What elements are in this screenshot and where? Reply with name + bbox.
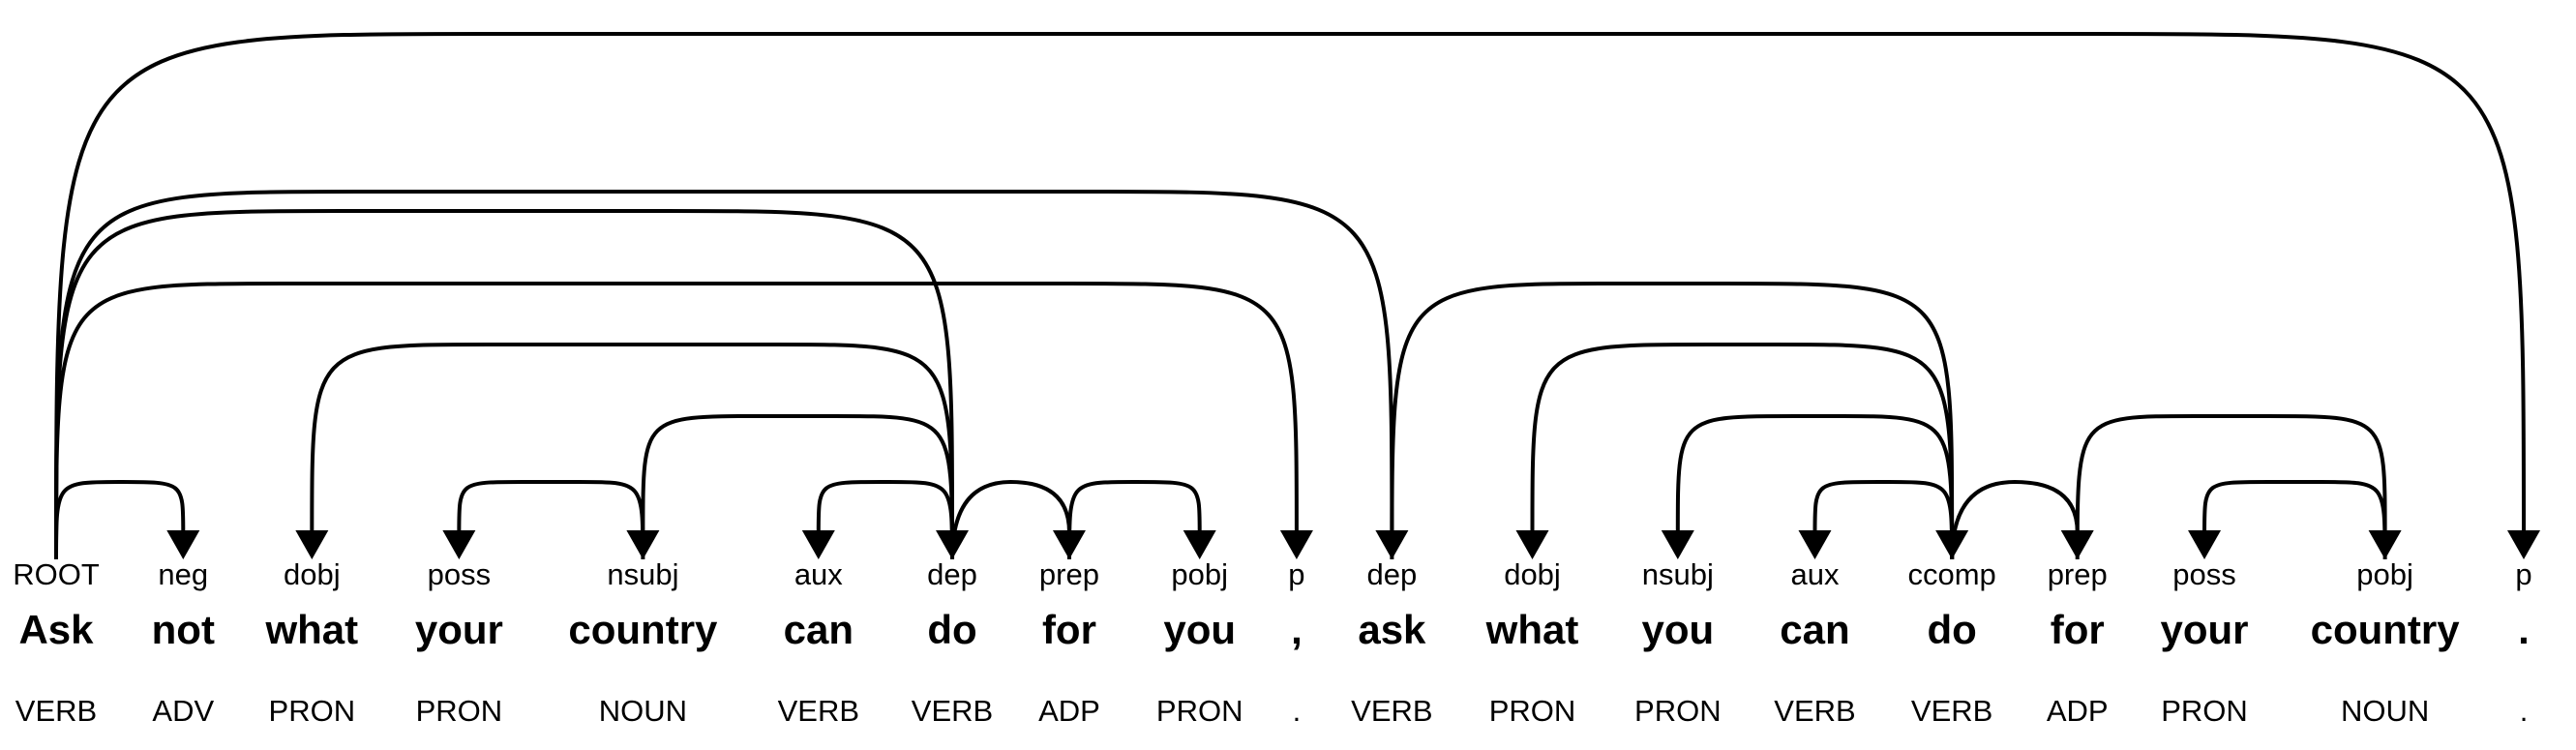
token-word: can <box>784 607 854 652</box>
token-word: what <box>264 607 358 652</box>
token-word: , <box>1291 607 1303 652</box>
token-word: you <box>1641 607 1714 652</box>
dependency-label: dep <box>927 557 977 591</box>
arrowheads-layer <box>166 530 2540 559</box>
dependency-arc <box>54 282 1299 560</box>
pos-tag: VERB <box>15 694 97 728</box>
token-word: country <box>568 607 718 652</box>
pos-tag: VERB <box>1911 694 1992 728</box>
dependency-arc <box>2075 414 2387 560</box>
token-word: what <box>1485 607 1579 652</box>
dependency-arc <box>1530 343 1955 560</box>
arc-arrowhead <box>936 530 970 559</box>
pos-tag: NOUN <box>2341 694 2429 728</box>
arc-arrowhead <box>1279 530 1313 559</box>
token-word: country <box>2311 607 2461 652</box>
arc-arrowhead <box>1183 530 1216 559</box>
pos-tag: PRON <box>2161 694 2248 728</box>
dependency-arc <box>54 480 186 560</box>
dependency-arc <box>1812 480 1955 560</box>
pos-tag: ADP <box>2047 694 2109 728</box>
arc-arrowhead <box>1798 530 1832 559</box>
pos-tag: PRON <box>1156 694 1243 728</box>
arc-arrowhead <box>2060 530 2094 559</box>
token-word: . <box>2518 607 2530 652</box>
dependency-arc <box>816 480 955 560</box>
dependency-arc <box>1675 414 1955 560</box>
pos-tag: VERB <box>912 694 993 728</box>
dependency-label: prep <box>1039 557 1099 591</box>
dependency-label: aux <box>1790 557 1839 591</box>
arc-arrowhead <box>1052 530 1086 559</box>
dependency-arc <box>310 343 955 560</box>
dependency-arc <box>1066 480 1202 560</box>
dependency-label: dep <box>1367 557 1418 591</box>
arc-arrowhead <box>2368 530 2402 559</box>
arc-arrowhead <box>1375 530 1409 559</box>
dependency-arc <box>1950 479 2080 560</box>
arc-arrowhead <box>2507 530 2540 559</box>
dependency-label: prep <box>2048 557 2108 591</box>
token-word: not <box>152 607 215 652</box>
dependency-label: p <box>2515 557 2531 591</box>
token-word: ask <box>1358 607 1426 652</box>
arc-arrowhead <box>801 530 835 559</box>
arc-arrowhead <box>1515 530 1549 559</box>
word-row: Ask not what your country can do for you, ask what… <box>18 607 2529 652</box>
dependency-label: neg <box>158 557 208 591</box>
dependency-label: dobj <box>1504 557 1561 591</box>
pos-tag: VERB <box>778 694 859 728</box>
token-word: do <box>1927 607 1976 652</box>
token-word: your <box>415 607 503 652</box>
dependency-arc <box>950 479 1071 560</box>
pos-tag: PRON <box>269 694 356 728</box>
dependency-label: ccomp <box>1907 557 1995 591</box>
dependency-label: ROOT <box>13 557 100 591</box>
pos-tag: ADP <box>1038 694 1100 728</box>
pos-tag: . <box>2520 694 2529 728</box>
arcs-layer <box>54 32 2526 560</box>
dependency-label: pobj <box>1171 557 1228 591</box>
pos-tag: NOUN <box>599 694 687 728</box>
token-word: you <box>1163 607 1236 652</box>
token-word: for <box>2051 607 2105 652</box>
token-word: can <box>1780 607 1849 652</box>
pos-tag-row: VERB ADV PRON PRON NOUN VERB VERB ADP PRON. VERB P… <box>15 694 2529 728</box>
pos-tag: PRON <box>1634 694 1722 728</box>
dependency-arc <box>641 414 955 560</box>
dependency-label-row: ROOT neg dobj poss nsubj aux dep prep pobj p dep do… <box>13 557 2531 591</box>
pos-tag: PRON <box>1489 694 1576 728</box>
arc-arrowhead <box>1935 530 1969 559</box>
token-word: Ask <box>18 607 94 652</box>
dependency-arc <box>54 32 2526 560</box>
arc-arrowhead <box>166 530 200 559</box>
pos-tag: VERB <box>1351 694 1432 728</box>
pos-tag: VERB <box>1774 694 1855 728</box>
arc-arrowhead <box>2188 530 2222 559</box>
dependency-label: p <box>1288 557 1304 591</box>
dependency-arc <box>457 480 645 560</box>
token-word: your <box>2161 607 2249 652</box>
pos-tag: PRON <box>416 694 503 728</box>
token-word: do <box>927 607 976 652</box>
dependency-label: nsubj <box>1642 557 1714 591</box>
dependency-arc <box>2202 480 2387 560</box>
pos-tag: ADV <box>152 694 214 728</box>
arc-arrowhead <box>442 530 476 559</box>
arc-arrowhead <box>1661 530 1694 559</box>
dependency-label: nsubj <box>607 557 678 591</box>
dependency-arc <box>54 190 1394 560</box>
dependency-label: poss <box>2172 557 2235 591</box>
dependency-label: dobj <box>284 557 341 591</box>
dependency-label: poss <box>428 557 491 591</box>
dependency-label: pobj <box>2356 557 2413 591</box>
pos-tag: . <box>1293 694 1302 728</box>
arc-arrowhead <box>295 530 329 559</box>
dependency-arc <box>1390 282 1955 560</box>
token-word: for <box>1042 607 1096 652</box>
dependency-label: aux <box>794 557 843 591</box>
arc-arrowhead <box>626 530 660 559</box>
